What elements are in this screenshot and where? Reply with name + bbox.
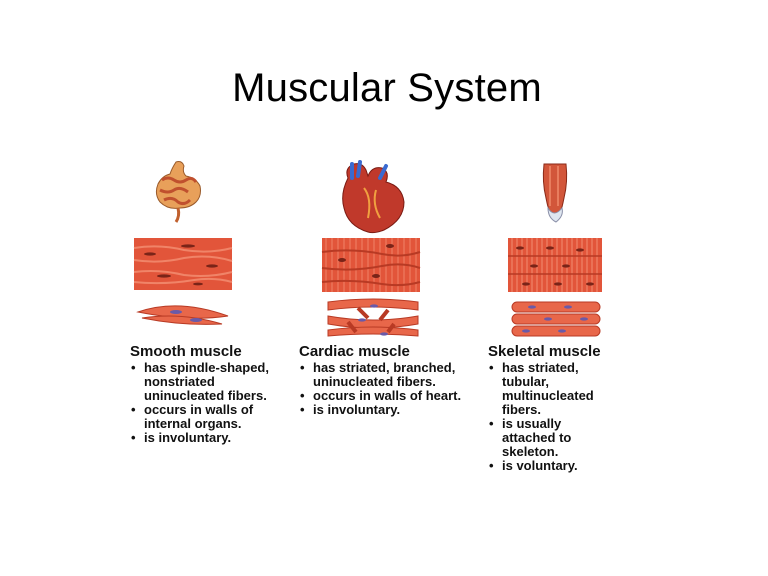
cardiac-muscle-micrograph [321,238,421,292]
skeletal-muscle-heading: Skeletal muscle [488,343,601,360]
cardiac-muscle-fibers [327,298,419,337]
cardiac-muscle-heading: Cardiac muscle [299,343,410,360]
intestine-icon [155,161,201,223]
smooth-muscle-column [128,160,238,325]
cardiac-muscle-column [318,160,428,340]
skeletal-bullet-2: is usually attached to skeleton. [488,417,592,459]
cardiac-bullet-2: occurs in walls of heart. [299,389,483,404]
smooth-muscle-illustration [133,161,233,325]
arm-muscle-icon [542,163,568,223]
smooth-bullet-1: has spindle-shaped, nonstriated uninucle… [130,361,298,403]
skeletal-muscle-micrograph [508,238,602,292]
smooth-bullet-2: occurs in walls of internal organs. [130,403,298,431]
smooth-bullet-3: is involuntary. [130,431,298,446]
slide-title: Muscular System [232,66,542,110]
smooth-muscle-heading: Smooth muscle [130,343,242,360]
skeletal-muscle-fibers [511,301,601,337]
smooth-muscle-caption: Smooth muscle has spindle-shaped, nonstr… [130,343,298,445]
cardiac-bullet-3: is involuntary. [299,403,483,418]
skeletal-muscle-caption: Skeletal muscle has striated, tubular, m… [488,343,608,473]
cardiac-bullet-1: has striated, branched, uninucleated fib… [299,361,483,389]
skeletal-muscle-illustration [508,163,602,337]
smooth-muscle-fibers [136,305,229,325]
skeletal-muscle-column [506,160,606,340]
cardiac-muscle-caption: Cardiac muscle has striated, branched, u… [299,343,483,417]
heart-icon [342,160,405,234]
smooth-muscle-micrograph [133,238,233,290]
cardiac-muscle-illustration [321,160,421,337]
skeletal-bullet-3: is voluntary. [488,459,592,474]
skeletal-bullet-1: has striated, tubular, multinucleated fi… [488,361,594,417]
